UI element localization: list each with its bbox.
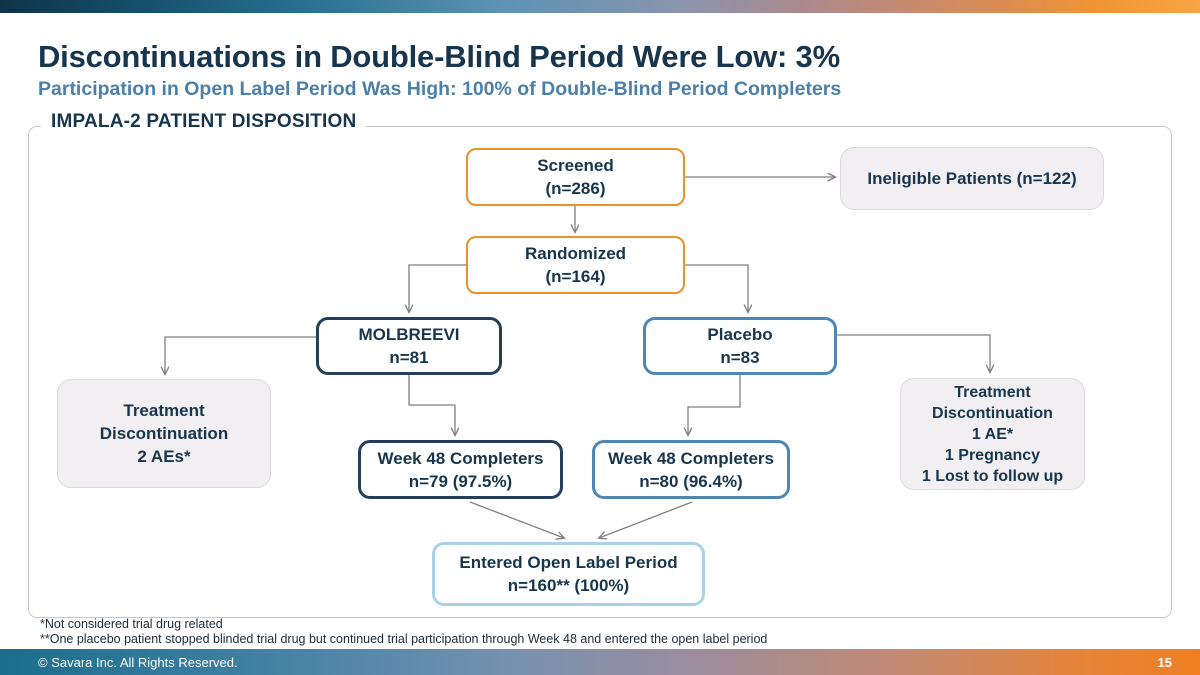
- flow-node-week48-completers-placebo: Week 48 Completers n=80 (96.4%): [592, 440, 790, 499]
- node-count: (n=164): [545, 267, 606, 286]
- page-number: 15: [1157, 654, 1172, 670]
- node-line: Treatment: [123, 401, 205, 420]
- node-line: Treatment: [954, 383, 1031, 401]
- node-count: n=81: [389, 348, 429, 367]
- node-line: 2 AEs*: [137, 447, 191, 466]
- footnote-1: *Not considered trial drug related: [40, 617, 223, 631]
- node-label: Ineligible Patients (n=122): [867, 169, 1077, 188]
- patient-disposition-frame: IMPALA-2 PATIENT DISPOSITION: [28, 111, 1172, 618]
- node-label: Week 48 Completers: [608, 448, 774, 468]
- flow-node-ineligible-patients: Ineligible Patients (n=122): [840, 147, 1104, 210]
- slide-title: Discontinuations in Double-Blind Period …: [38, 39, 840, 74]
- flow-node-treatment-discontinuation-molbreevi: Treatment Discontinuation 2 AEs*: [57, 379, 271, 488]
- section-label: IMPALA-2 PATIENT DISPOSITION: [41, 111, 367, 133]
- flow-node-entered-open-label: Entered Open Label Period n=160** (100%): [432, 542, 705, 606]
- node-line: Discontinuation: [99, 424, 229, 443]
- node-label: Randomized: [524, 244, 627, 263]
- node-line: 1 Lost to follow up: [921, 467, 1064, 485]
- bottom-gradient-bar: © Savara Inc. All Rights Reserved. 15: [0, 649, 1200, 675]
- node-label: Week 48 Completers: [377, 448, 544, 468]
- node-label: Screened: [537, 156, 614, 175]
- node-count: n=80 (96.4%): [639, 471, 743, 491]
- flow-node-molbreevi: MOLBREEVI n=81: [316, 317, 502, 375]
- node-label: MOLBREEVI: [358, 325, 460, 344]
- flow-node-placebo: Placebo n=83: [643, 317, 837, 375]
- node-label: Placebo: [707, 325, 773, 344]
- copyright-text: © Savara Inc. All Rights Reserved.: [38, 654, 238, 670]
- node-line: 1 Pregnancy: [944, 446, 1041, 464]
- node-line: 1 AE*: [971, 425, 1014, 443]
- footnote-2: **One placebo patient stopped blinded tr…: [40, 632, 768, 646]
- node-count: n=160** (100%): [507, 576, 630, 595]
- flow-node-week48-completers-molbreevi: Week 48 Completers n=79 (97.5%): [358, 440, 563, 499]
- slide-subtitle: Participation in Open Label Period Was H…: [38, 78, 842, 100]
- node-line: Discontinuation: [932, 404, 1053, 422]
- top-gradient-bar: [0, 0, 1200, 13]
- flow-node-treatment-discontinuation-placebo: Treatment Discontinuation 1 AE* 1 Pregna…: [900, 378, 1085, 490]
- node-count: n=83: [720, 348, 760, 367]
- node-label: Entered Open Label Period: [459, 553, 678, 572]
- node-count: (n=286): [545, 179, 606, 198]
- flow-node-randomized: Randomized (n=164): [466, 236, 685, 294]
- node-count: n=79 (97.5%): [408, 471, 513, 491]
- flow-node-screened: Screened (n=286): [466, 148, 685, 206]
